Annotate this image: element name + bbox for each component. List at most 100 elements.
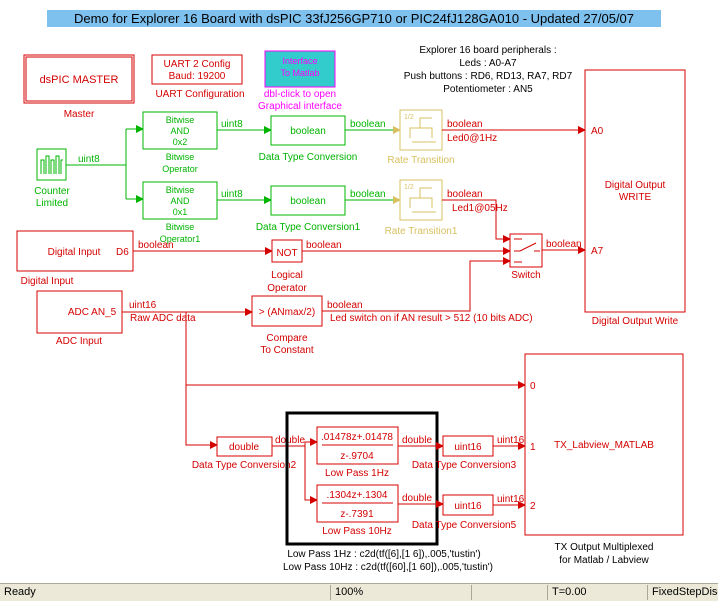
master-block[interactable]: dsPIC MASTER bbox=[23, 54, 135, 104]
tx-port-0: 0 bbox=[530, 381, 536, 392]
tx-caption2: for Matlab / Labview bbox=[559, 555, 649, 566]
signal-bool-dtc1: boolean bbox=[350, 119, 386, 130]
peripherals-note-4: Potentiometer : AN5 bbox=[443, 84, 533, 95]
dtc-double-caption: Data Type Conversion2 bbox=[192, 460, 297, 471]
dout-line2: WRITE bbox=[619, 192, 652, 203]
signal-led1-label: Led1@05Hz bbox=[452, 203, 508, 214]
rate-transition1-block[interactable]: 1/2 bbox=[399, 179, 443, 221]
tx-labview-matlab-block[interactable]: TX_Labview_MATLAB 0 1 2 bbox=[524, 353, 684, 536]
bitwise1-line1: Bitwise bbox=[166, 115, 195, 125]
logical-not-block[interactable]: NOT bbox=[271, 239, 303, 263]
din-caption: Digital Input bbox=[21, 276, 74, 287]
data-type-conversion-block[interactable]: boolean bbox=[270, 115, 346, 146]
switch-block[interactable] bbox=[509, 233, 543, 268]
lp2-caption: Low Pass 10Hz bbox=[322, 526, 391, 537]
bitwise2-line1: Bitwise bbox=[166, 185, 195, 195]
dout-port-a7: A7 bbox=[591, 246, 604, 257]
wire-compare-switch bbox=[322, 257, 511, 312]
bitwise-and-0x2-block[interactable]: Bitwise AND 0x2 bbox=[142, 111, 218, 150]
uart-line1: UART 2 Config bbox=[164, 59, 231, 70]
title-highlight bbox=[47, 10, 661, 27]
uart-config-block[interactable]: UART 2 Config Baud: 19200 bbox=[151, 54, 243, 85]
compare-label: > (ANmax/2) bbox=[259, 307, 315, 318]
not-label: NOT bbox=[276, 248, 297, 259]
simulink-diagram[interactable]: Demo for Explorer 16 Board with dsPIC 33… bbox=[0, 0, 718, 583]
signal-uint8-b: uint8 bbox=[221, 189, 243, 200]
dout-caption: Digital Output Write bbox=[592, 316, 679, 327]
signal-double-lp1: double bbox=[402, 435, 432, 446]
rt1-label: 1/2 bbox=[404, 114, 414, 121]
gui-caption2: Graphical interface bbox=[258, 101, 342, 112]
lp1-den: z-.9704 bbox=[340, 451, 374, 462]
signal-bool-led1: boolean bbox=[447, 189, 483, 200]
compare-caption1: Compare bbox=[266, 333, 308, 344]
signal-double-lp2: double bbox=[402, 493, 432, 504]
lp1-caption: Low Pass 1Hz bbox=[325, 468, 389, 479]
signal-uint8-counter: uint8 bbox=[78, 154, 100, 165]
adc-caption: ADC Input bbox=[56, 336, 102, 347]
peripherals-note-1: Explorer 16 board peripherals : bbox=[419, 45, 556, 56]
signal-double-in: double bbox=[275, 435, 305, 446]
signal-uint8-a: uint8 bbox=[221, 119, 243, 130]
gui-interface-block[interactable]: Interface To Matlab bbox=[264, 50, 336, 88]
model-canvas[interactable]: Demo for Explorer 16 Board with dsPIC 33… bbox=[0, 0, 718, 583]
data-type-conversion5-block[interactable]: uint16 bbox=[442, 494, 494, 516]
digital-input-block[interactable]: Digital Input D6 bbox=[16, 230, 134, 272]
master-label: dsPIC MASTER bbox=[40, 74, 119, 86]
signal-led0-label: Led0@1Hz bbox=[447, 133, 497, 144]
gui-caption1: dbl-click to open bbox=[264, 89, 336, 100]
dtc3-caption: Data Type Conversion3 bbox=[412, 460, 517, 471]
counter-limited-block[interactable] bbox=[36, 148, 67, 181]
tx-label: TX_Labview_MATLAB bbox=[554, 440, 654, 451]
bitwise1-caption2: Operator bbox=[162, 164, 198, 174]
not-caption1: Logical bbox=[271, 270, 303, 281]
low-pass-10hz-block[interactable]: .1304z+.1304 z-.7391 bbox=[316, 484, 399, 523]
dtc1-label: boolean bbox=[290, 126, 326, 137]
low-pass-1hz-block[interactable]: .01478z+.01478 z-.9704 bbox=[316, 426, 399, 465]
dtc5-caption: Data Type Conversion5 bbox=[412, 520, 517, 531]
bitwise-and-0x1-block[interactable]: Bitwise AND 0x1 bbox=[142, 181, 218, 220]
led-switch-note: Led switch on if AN result > 512 (10 bit… bbox=[330, 313, 533, 324]
wire-adc-dtc-double bbox=[185, 312, 218, 449]
dtc-double-label: double bbox=[229, 442, 259, 453]
switch-caption: Switch bbox=[511, 270, 540, 281]
rt2-label: 1/2 bbox=[404, 184, 414, 191]
counter-caption2: Limited bbox=[36, 198, 68, 209]
signal-bool-cmp: boolean bbox=[327, 300, 363, 311]
zoom-level: 100% bbox=[330, 585, 471, 600]
rt1-caption: Rate Transition bbox=[387, 155, 454, 166]
data-type-conversion2-block[interactable]: double bbox=[216, 436, 273, 457]
uart-caption: UART Configuration bbox=[155, 89, 244, 100]
wire-double-lp2 bbox=[304, 446, 318, 504]
counter-caption1: Counter bbox=[34, 186, 70, 197]
signal-bool-switch: boolean bbox=[546, 239, 582, 250]
peripherals-note-3: Push buttons : RD6, RD13, RA7, RD7 bbox=[404, 71, 573, 82]
bitwise2-line3: 0x1 bbox=[173, 207, 188, 217]
gui-line1: Interface bbox=[282, 56, 317, 66]
lp1-design-note: Low Pass 1Hz : c2d(tf([6],[1 6]),.005,'t… bbox=[287, 549, 480, 560]
adc-input-block[interactable]: ADC AN_5 bbox=[36, 290, 123, 334]
lp2-den: z-.7391 bbox=[340, 509, 374, 520]
tx-caption1: TX Output Multiplexed bbox=[555, 542, 654, 553]
digital-output-block[interactable]: Digital Output WRITE A0 A7 bbox=[584, 69, 686, 313]
compare-caption2: To Constant bbox=[260, 345, 314, 356]
compare-to-constant-block[interactable]: > (ANmax/2) bbox=[251, 295, 323, 327]
bitwise1-caption1: Bitwise bbox=[166, 152, 195, 162]
bitwise2-caption1: Bitwise bbox=[166, 222, 195, 232]
empty-status-cell bbox=[471, 585, 547, 600]
filters-highlight-box bbox=[285, 411, 439, 546]
status-text: Ready bbox=[4, 586, 36, 598]
bitwise2-caption2: Operator1 bbox=[160, 234, 201, 244]
rt2-caption: Rate Transition1 bbox=[385, 226, 458, 237]
counter-icon bbox=[40, 155, 63, 174]
data-type-conversion3-block[interactable]: uint16 bbox=[442, 435, 494, 457]
wire-double-lp1 bbox=[304, 438, 318, 446]
dtc3-label: uint16 bbox=[454, 442, 482, 453]
solver-type: FixedStepDiscrete bbox=[647, 585, 718, 600]
bitwise1-line2: AND bbox=[170, 126, 190, 136]
rate-transition-block[interactable]: 1/2 bbox=[399, 109, 443, 151]
tx-port-2: 2 bbox=[530, 501, 536, 512]
wire-led1 bbox=[442, 199, 511, 243]
status-bar: Ready 100% T=0.00 FixedStepDiscrete bbox=[0, 583, 718, 601]
data-type-conversion1-block[interactable]: boolean bbox=[270, 185, 346, 216]
